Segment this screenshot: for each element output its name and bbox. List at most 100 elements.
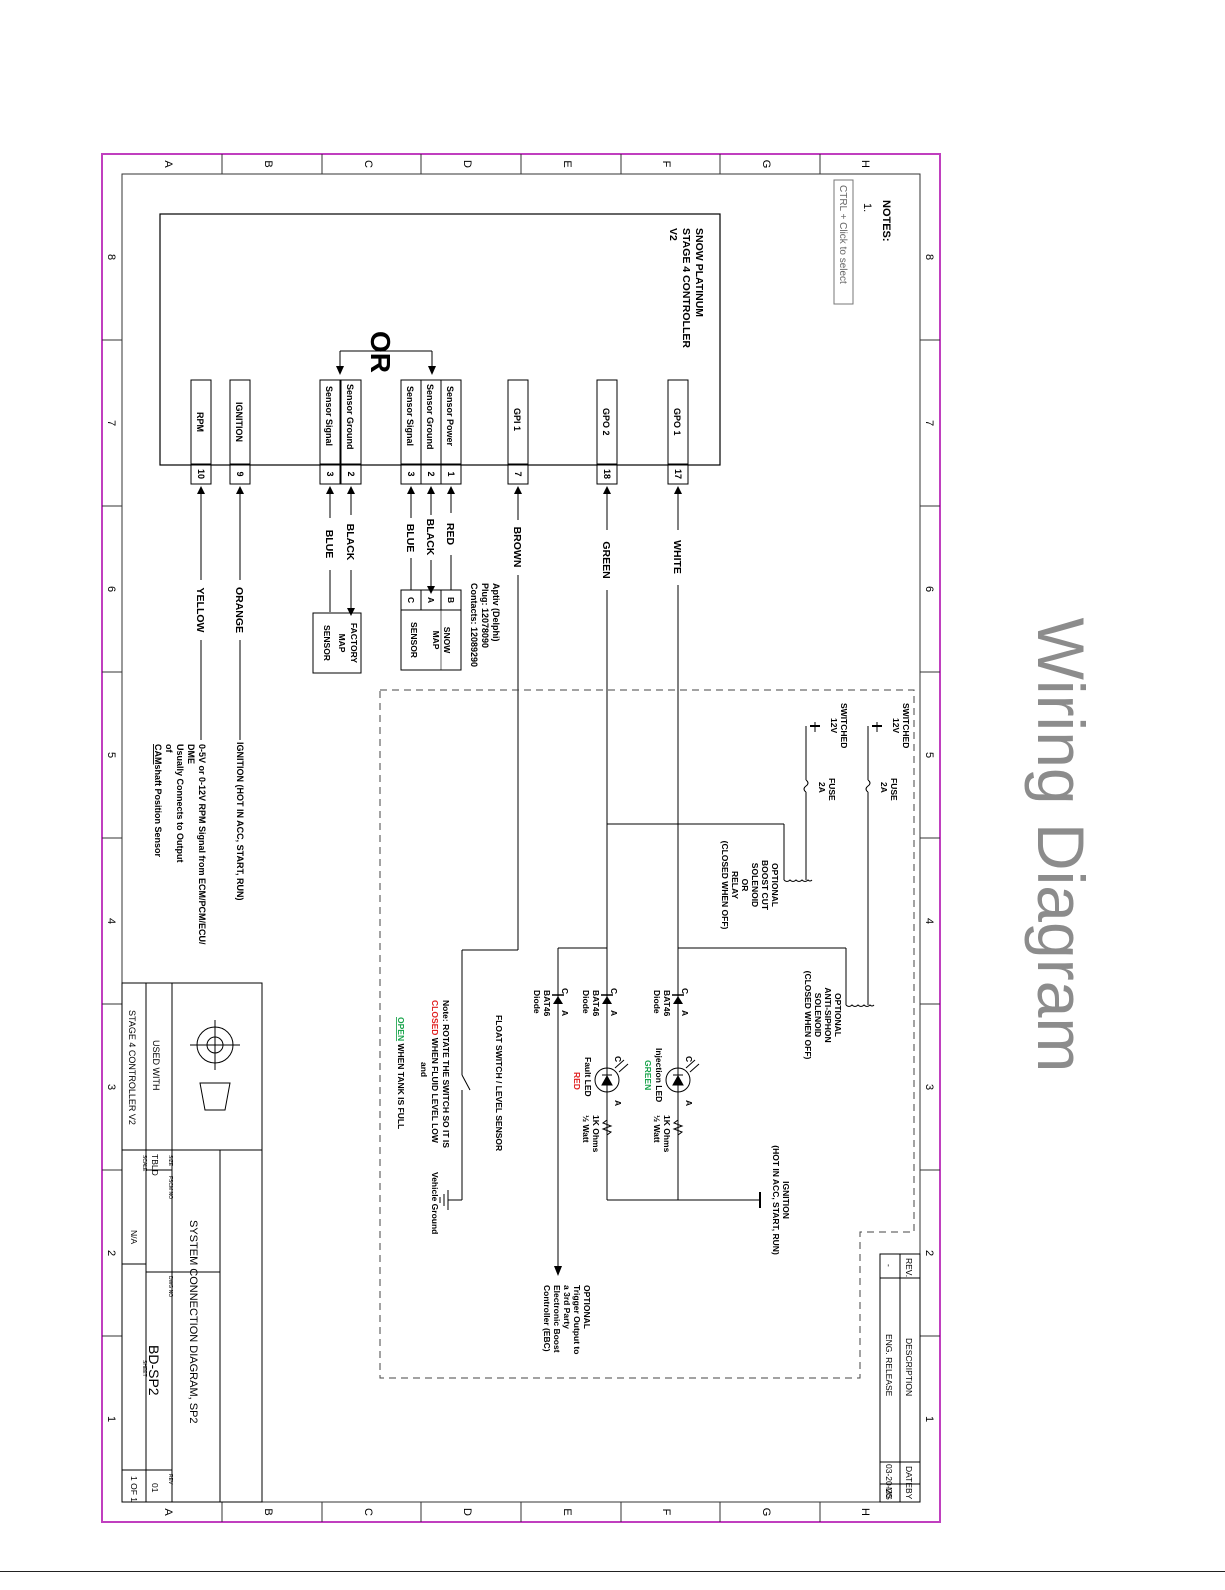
zone-number-left-5: 5 bbox=[105, 752, 117, 758]
switched-label-a: SWITCHED bbox=[901, 703, 911, 748]
snow-map-sensor: B A C SNOW MAP SENSOR bbox=[400, 589, 462, 671]
pin-label-ignition: IGNITION bbox=[234, 402, 244, 442]
diode2-pin-a: A bbox=[609, 1010, 619, 1016]
led2-pin-c: C bbox=[613, 1056, 623, 1062]
float-note-line4: OPEN WHEN TANK IS FULL bbox=[396, 1017, 406, 1129]
zone-number-right-7: 7 bbox=[923, 420, 935, 426]
float-note-line3: and bbox=[419, 1062, 429, 1077]
boost-cut-line4: OR bbox=[740, 879, 750, 892]
diode3-pin-c: C bbox=[560, 988, 570, 994]
ignition-note: IGNITION (HOT IN ACC, START, RUN) bbox=[235, 742, 245, 901]
switched-voltage-a: 12V bbox=[891, 718, 901, 733]
float-note-line2-rest: WHEN FLUID LEVEL LOW bbox=[430, 1035, 440, 1143]
switched-voltage-b: 12V bbox=[829, 718, 839, 733]
anti-siphon-line4: (CLOSED WHEN OFF) bbox=[803, 971, 813, 1060]
diodes bbox=[552, 994, 684, 1004]
zone-number-right-6: 6 bbox=[923, 586, 935, 592]
anti-siphon-line1: OPTIONAL bbox=[833, 993, 843, 1037]
description-header: DESCRIPTION bbox=[904, 1338, 914, 1396]
factory-sensor-line3: SENSOR bbox=[322, 625, 332, 661]
diode3-type: Diode bbox=[532, 990, 542, 1014]
diode2-type: Diode bbox=[581, 990, 591, 1014]
pin-number-7: 7 bbox=[513, 471, 523, 476]
zone-letter-bottom-f: F bbox=[660, 1509, 672, 1516]
zone-number-right-2: 2 bbox=[923, 1250, 935, 1256]
notes-block: NOTES: 1. CTRL + Click to select bbox=[833, 179, 892, 305]
zone-letter-top-d: D bbox=[461, 160, 473, 168]
snow-sensor-pin-c: C bbox=[406, 597, 416, 603]
rpm-note-line5: shaft Position Sensor bbox=[153, 765, 163, 858]
boost-cut-line2: BOOST CUT bbox=[760, 860, 770, 911]
zone-number-right-4: 4 bbox=[923, 918, 935, 924]
zone-letter-top-e: E bbox=[561, 160, 573, 167]
boost-cut-line5: RELAY bbox=[730, 871, 740, 899]
diode2-pin-c: C bbox=[609, 988, 619, 994]
led1-pin-a: A bbox=[684, 1100, 694, 1106]
revision-block: REV. DESCRIPTION DATE BY - ENG. RELEASE … bbox=[879, 1253, 921, 1503]
zone-number-right-5: 5 bbox=[923, 752, 935, 758]
resistor2-value: 1K Ohms bbox=[591, 1115, 601, 1153]
by-header: BY bbox=[904, 1488, 914, 1500]
pin-number-18: 18 bbox=[602, 469, 612, 479]
led1-pin-c: C bbox=[684, 1056, 694, 1062]
zone-letter-top-f: F bbox=[660, 161, 672, 168]
boost-cut-line3: SOLENOID bbox=[750, 863, 760, 907]
notes-title: NOTES: bbox=[880, 200, 892, 242]
pin-number-2a: 2 bbox=[426, 471, 436, 476]
zone-number-left-4: 4 bbox=[105, 918, 117, 924]
rev-value-title: 01 bbox=[150, 1483, 160, 1493]
description-value: ENG. RELEASE bbox=[884, 1334, 894, 1397]
pin-label-rpm: RPM bbox=[195, 412, 205, 432]
notes-placeholder-hint: CTRL + Click to select bbox=[837, 185, 848, 284]
notes-placeholder-box[interactable] bbox=[833, 179, 854, 305]
float-note-open: OPEN bbox=[396, 1017, 406, 1041]
zone-number-left-8: 8 bbox=[105, 254, 117, 260]
used-with-value: STAGE 4 CONTROLLER V2 bbox=[127, 1010, 137, 1125]
zone-letter-top-a: A bbox=[162, 160, 174, 168]
injection-led-name: Injection LED bbox=[654, 1048, 664, 1102]
resistor1-rating: ½ Watt bbox=[652, 1115, 662, 1143]
switched-label-b: SWITCHED bbox=[839, 703, 849, 748]
pin-label-gpi1: GPI 1 bbox=[512, 408, 522, 431]
rpm-note-line4: of bbox=[164, 744, 174, 753]
scale-label: SCALE bbox=[141, 1155, 147, 1172]
zone-letter-bottom-b: B bbox=[262, 1508, 274, 1515]
pin-number-3b: 3 bbox=[325, 471, 335, 476]
diode1-name: BAT46 bbox=[662, 990, 672, 1017]
anti-siphon-line2: ANTI-SIPHON bbox=[823, 987, 833, 1042]
snow-sensor-line3: SENSOR bbox=[409, 622, 419, 658]
snow-sensor-line2: MAP bbox=[431, 631, 441, 650]
diode1-pin-c: C bbox=[680, 988, 690, 994]
wire-label-orange: ORANGE bbox=[233, 587, 245, 633]
drawing-frame: A B C D E F G H A B C D E F G H 8 7 6 5 … bbox=[101, 153, 941, 1523]
page-bottom-rule bbox=[0, 1571, 1225, 1572]
svg-text:CAMshaft Position Sensor: CAMshaft Position Sensor bbox=[153, 744, 163, 858]
scale-value: N/A bbox=[129, 1230, 139, 1245]
date-value: 03-20-20 bbox=[884, 1464, 894, 1498]
anti-siphon-line3: SOLENOID bbox=[813, 993, 823, 1037]
by-value: MS bbox=[884, 1487, 894, 1500]
diode2-name: BAT46 bbox=[591, 990, 601, 1017]
dwg-value: BD-SP2 bbox=[146, 1345, 162, 1396]
ebc-line2: Trigger Output to bbox=[572, 1285, 582, 1354]
vehicle-ground-label: Vehicle Ground bbox=[430, 1172, 440, 1234]
pin-label-gpo1: GPO 1 bbox=[672, 408, 682, 436]
controller-block: SNOW PLATINUM STAGE 4 CONTROLLER V2 OR G… bbox=[159, 213, 721, 485]
notes-item-number: 1. bbox=[861, 203, 873, 212]
zone-letter-top-b: B bbox=[262, 160, 274, 167]
float-switch bbox=[439, 1074, 471, 1210]
diode1-type: Diode bbox=[652, 990, 662, 1014]
ignition-right-line2: (HOT IN ACC, START, RUN) bbox=[771, 1145, 781, 1255]
or-label: OR bbox=[365, 331, 396, 373]
size-value: TBLD bbox=[150, 1154, 160, 1176]
pin-label-sensor-power: Sensor Power bbox=[445, 386, 455, 447]
rpm-note-line1: 0-5V or 0-12V RPM Signal from ECM/PCM/EC… bbox=[197, 744, 207, 945]
snow-sensor-pin-b: B bbox=[446, 597, 456, 603]
connector-note-line1: Aptiv (Delphi) bbox=[491, 583, 501, 642]
float-note-line2: CLOSED WHEN FLUID LEVEL LOW bbox=[430, 1000, 440, 1144]
factory-map-sensor: FACTORY MAP SENSOR bbox=[312, 612, 362, 674]
zone-number-left-1: 1 bbox=[105, 1416, 117, 1422]
zone-letter-bottom-a: A bbox=[162, 1508, 174, 1516]
pin-label-sensor-signal-factory: Sensor Signal bbox=[324, 386, 334, 446]
pin-number-10: 10 bbox=[196, 469, 206, 479]
